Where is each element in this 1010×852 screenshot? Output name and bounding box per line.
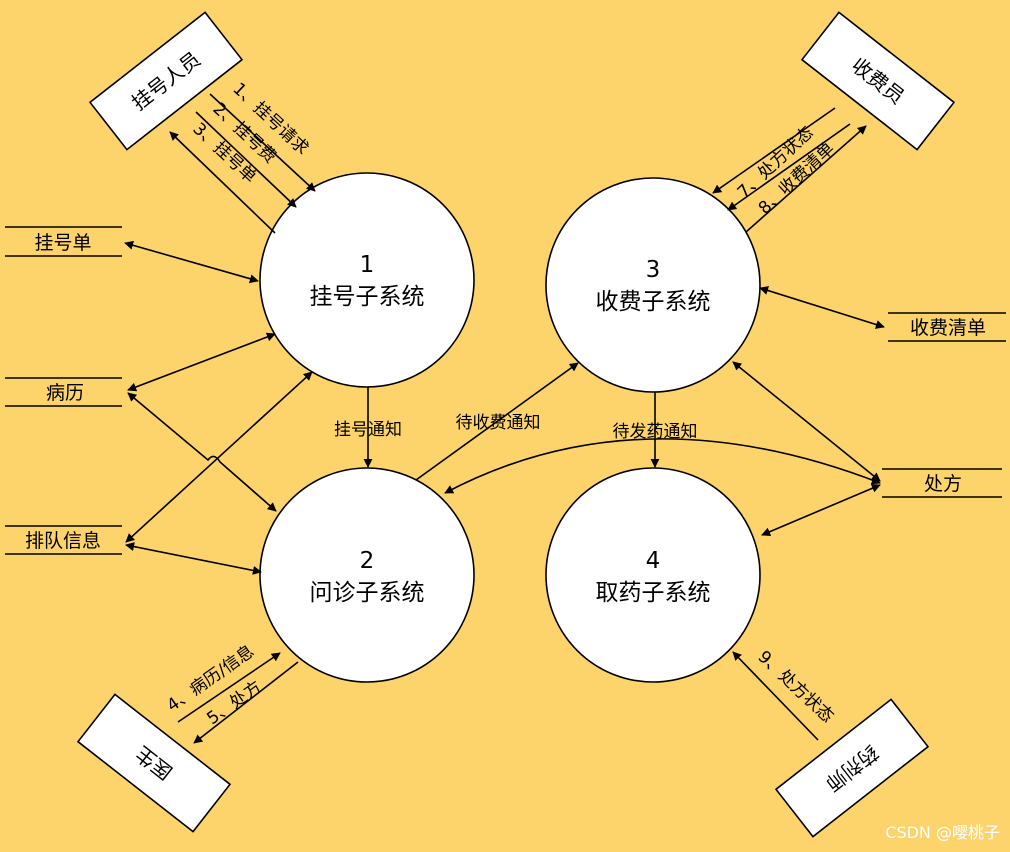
flow-registration-fee (195, 111, 297, 208)
flow-prescription-status-to-p3 (712, 107, 836, 194)
store-registration-slip: 挂号单 (5, 226, 122, 257)
store-queue-info: 排队信息 (5, 525, 122, 555)
entity-pharmacist: 药剂师 (774, 698, 930, 838)
flow-label-notify-registration: 挂号通知 (334, 420, 402, 440)
watermark: CSDN @嘤桃子 (885, 823, 1000, 842)
flow-p1-medical-record (127, 332, 276, 392)
flow-prescription-to-doctor (193, 661, 299, 744)
process-4-name: 取药子系统 (596, 580, 711, 606)
flow-registration-request (209, 93, 316, 192)
flow-p2-medical-record (127, 392, 277, 512)
process-1-name: 挂号子系统 (310, 284, 425, 310)
flow-billing-list-from-cashier (727, 123, 851, 211)
process-4: 4 取药子系统 (545, 467, 761, 683)
store-medical-record-label: 病历 (46, 382, 84, 404)
flow-billing-list-to-cashier (745, 125, 867, 233)
process-2: 2 问诊子系统 (259, 467, 475, 683)
flow-p1-registration-slip (124, 240, 259, 284)
flow-p2-queue-info (125, 542, 262, 575)
store-prescription: 处方 (882, 468, 1002, 498)
entity-cashier: 收费员 (800, 11, 956, 151)
store-medical-record: 病历 (5, 377, 122, 407)
flow-notify-payment (415, 362, 579, 481)
flow-prescription-p4 (761, 484, 881, 536)
entity-registrar: 挂号人员 (88, 11, 244, 151)
process-1-number: 1 (360, 252, 375, 278)
store-prescription-label: 处方 (924, 473, 962, 495)
process-2-name: 问诊子系统 (310, 580, 425, 606)
flow-registration-slip-return (169, 131, 276, 234)
process-3-number: 3 (646, 257, 661, 283)
process-3-name: 收费子系统 (596, 289, 711, 315)
flow-prescription-p3 (732, 361, 881, 482)
process-2-number: 2 (360, 548, 375, 574)
store-billing-list-label: 收费清单 (910, 317, 986, 339)
flow-p3-billing-list (759, 286, 885, 329)
process-1: 1 挂号子系统 (259, 172, 475, 388)
process-4-number: 4 (646, 548, 661, 574)
store-queue-info-label: 排队信息 (25, 530, 101, 552)
flow-label-notify-payment: 待收费通知 (456, 413, 541, 433)
store-registration-slip-label: 挂号单 (34, 232, 91, 254)
flow-record-info-to-p2 (177, 652, 281, 723)
flow-pharmacist-prescription-status (732, 651, 819, 741)
flow-label-notify-dispense: 待发药通知 (613, 422, 698, 442)
entity-doctor: 医生 (76, 693, 232, 833)
store-billing-list: 收费清单 (888, 312, 1006, 342)
process-3: 3 收费子系统 (545, 177, 761, 393)
